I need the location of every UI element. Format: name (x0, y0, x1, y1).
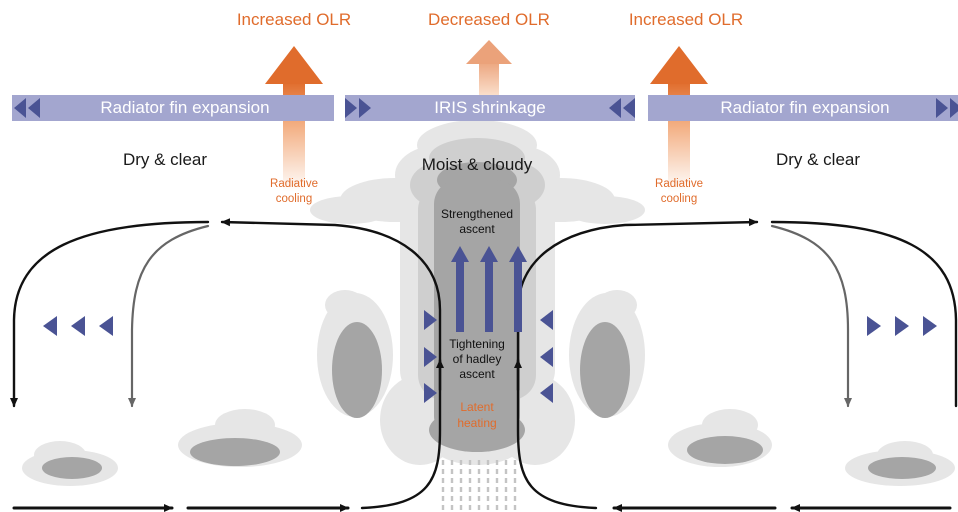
cooling-label-right: Radiative cooling (655, 178, 703, 205)
tightening-label: Tightening of hadley ascent (449, 337, 505, 381)
subsidence-triangles-left (43, 316, 113, 336)
descent-arrow-left-outer (10, 220, 210, 408)
subsidence-triangles-right (867, 316, 937, 336)
shallow-cloud-4 (845, 441, 955, 486)
region-label-center: Moist & cloudy (421, 155, 533, 174)
cumulus-cloud-mid-left (317, 290, 393, 418)
strengthened-ascent-label: Strengthened ascent (440, 207, 514, 236)
descent-arrow-right-outer (770, 220, 958, 408)
descent-arrow-right-inner (770, 224, 852, 408)
band-left (12, 95, 334, 121)
cumulus-cloud-mid-right (569, 290, 645, 418)
olr-label-left: Increased OLR (236, 10, 352, 29)
olr-label-center: Decreased OLR (428, 10, 550, 29)
band-chevrons (14, 98, 958, 118)
ascent-arrow-left (360, 358, 444, 510)
descent-arrow-left-inner (128, 224, 210, 408)
shallow-cloud-2 (178, 409, 302, 467)
tightening-triangles-left (424, 310, 437, 403)
precipitation-streaks (441, 460, 517, 512)
band-label-left: Radiator fin expansion (100, 98, 270, 117)
ascent-arrow-right (514, 358, 598, 510)
strengthened-ascent-arrows (451, 246, 527, 332)
upper-return-left (220, 218, 442, 392)
olr-label-right: Increased OLR (628, 10, 744, 29)
region-label-left: Dry & clear (122, 150, 208, 169)
shallow-cloud-1 (22, 441, 118, 486)
region-label-right: Dry & clear (775, 150, 861, 169)
band-label-right: Radiator fin expansion (720, 98, 890, 117)
tightening-triangles-right (540, 310, 553, 403)
band-label-center: IRIS shrinkage (434, 98, 546, 117)
band-right (648, 95, 958, 121)
band-center (345, 95, 635, 121)
shallow-cloud-3 (668, 409, 772, 467)
cooling-label-left: Radiative cooling (270, 178, 318, 205)
olr-arrow-center (466, 40, 512, 96)
latent-heating-label: Latent heating (457, 400, 497, 430)
